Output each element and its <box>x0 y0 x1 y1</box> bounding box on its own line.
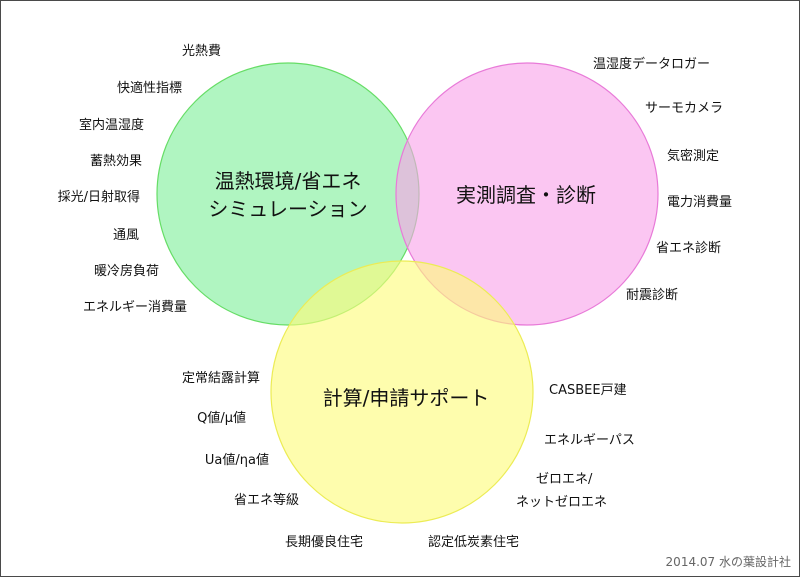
item-q-mu-value: Q値/μ値 <box>197 411 246 426</box>
item-ventilation: 通風 <box>112 228 139 243</box>
calculation-title: 計算/申請サポート <box>322 386 490 410</box>
item-heating-cooling-load: 暖冷房負荷 <box>93 264 159 279</box>
item-indoor-temp-humidity: 室内温湿度 <box>78 118 144 133</box>
item-energy-saving-diagnosis: 省エネ診断 <box>656 241 722 256</box>
item-seismic-diagnosis: 耐震診断 <box>626 288 679 303</box>
calculation-circle <box>270 260 534 524</box>
item-zero-energy: ゼロエネ/ <box>536 472 593 487</box>
item-airtightness-test: 気密測定 <box>667 149 720 164</box>
credit: 2014.07 水の葉設計社 <box>665 555 791 569</box>
item-daylight-solar-gain: 採光/日射取得 <box>57 190 140 205</box>
item-long-term-housing: 長期優良住宅 <box>285 535 364 550</box>
item-comfort-index: 快適性指標 <box>116 81 182 96</box>
simulation-title-line1: 温熱環境/省エネ <box>214 169 362 193</box>
item-net-zero-energy: ネットゼロエネ <box>516 495 608 510</box>
item-energy-grade: 省エネ等級 <box>233 493 299 508</box>
item-ua-eta-value: Ua値/ηa値 <box>204 453 269 468</box>
item-temp-humidity-logger: 温湿度データロガー <box>593 57 711 72</box>
simulation-title: 温熱環境/省エネ シミュレーション <box>173 167 403 223</box>
item-power-consumption: 電力消費量 <box>667 195 733 210</box>
item-thermal-storage: 蓄熱効果 <box>89 154 142 169</box>
item-casbee: CASBEE戸建 <box>549 383 627 398</box>
item-low-carbon-housing: 認定低炭素住宅 <box>428 535 520 550</box>
item-energy-consumption: エネルギー消費量 <box>82 300 187 315</box>
item-utility-cost: 光熱費 <box>181 44 221 59</box>
simulation-title-line2: シミュレーション <box>208 197 368 221</box>
item-condensation-calc: 定常結露計算 <box>181 371 260 386</box>
survey-circle <box>395 62 659 326</box>
item-thermal-camera: サーモカメラ <box>645 101 724 116</box>
item-energy-pass: エネルギーパス <box>544 433 635 448</box>
survey-title: 実測調査・診断 <box>456 183 596 207</box>
